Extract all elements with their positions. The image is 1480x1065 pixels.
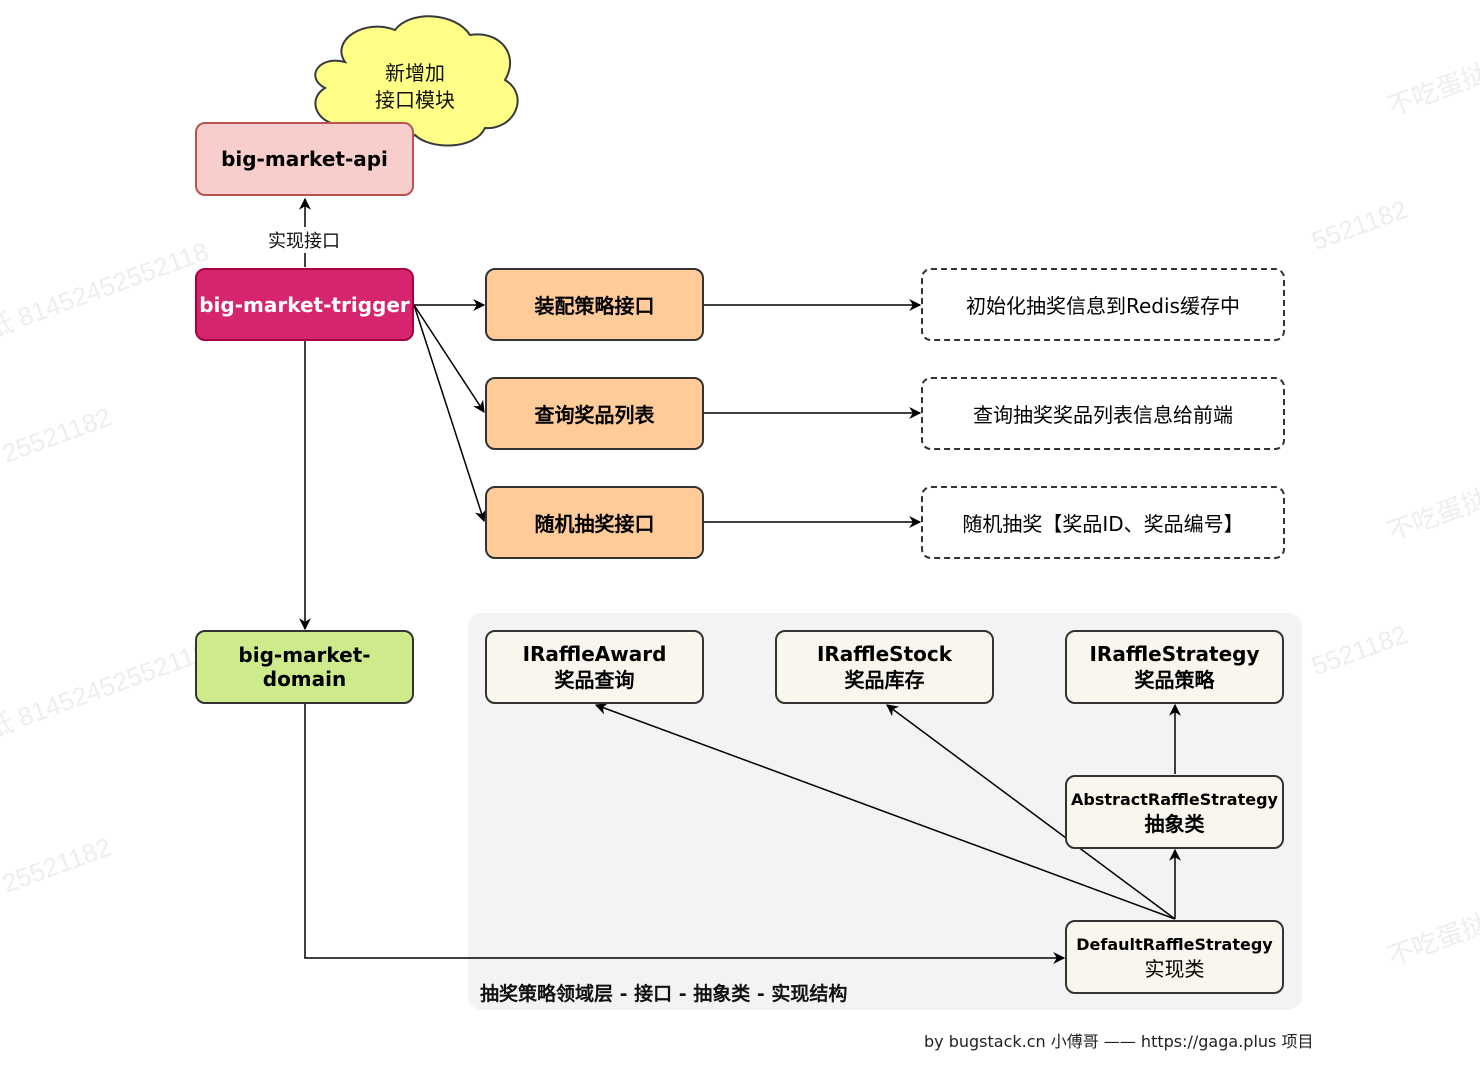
cloud-label: 新增加 接口模块	[360, 60, 470, 114]
class-iraffle-strategy-sub: 奖品策略	[1134, 668, 1215, 692]
interface-query: 查询奖品列表	[485, 377, 704, 450]
cloud-line-1: 新增加	[385, 61, 445, 85]
trigger-label: big-market-trigger	[199, 292, 410, 317]
api-node: big-market-api	[195, 122, 414, 196]
class-default-strategy-sub: 实现类	[1144, 957, 1205, 981]
domain-node: big-market-domain	[195, 630, 414, 704]
domain-label: big-market-domain	[238, 643, 371, 691]
desc-assemble: 初始化抽奖信息到Redis缓存中	[921, 268, 1285, 341]
interface-assemble-label: 装配策略接口	[534, 294, 655, 318]
interface-assemble: 装配策略接口	[485, 268, 704, 341]
class-iraffle-stock-name: IRaffleStock	[816, 642, 953, 666]
trigger-node: big-market-trigger	[195, 268, 414, 341]
class-abstract-strategy-name: AbstractRaffleStrategy	[1071, 790, 1278, 809]
api-label: big-market-api	[221, 147, 388, 171]
desc-query: 查询抽奖奖品列表信息给前端	[921, 377, 1285, 450]
desc-draw-text: 随机抽奖【奖品ID、奖品编号】	[962, 512, 1244, 536]
cloud-line-2: 接口模块	[375, 88, 455, 112]
class-abstract-strategy-sub: 抽象类	[1144, 812, 1205, 836]
footer-credit: by bugstack.cn 小傅哥 —— https://gaga.plus …	[924, 1032, 1314, 1051]
interface-draw-label: 随机抽奖接口	[534, 512, 655, 536]
class-iraffle-strategy: IRaffleStrategy 奖品策略	[1065, 630, 1284, 704]
class-iraffle-stock: IRaffleStock 奖品库存	[775, 630, 994, 704]
class-iraffle-strategy-name: IRaffleStrategy	[1089, 642, 1260, 666]
edge-default-award	[594, 703, 1176, 920]
class-default-strategy-name: DefaultRaffleStrategy	[1076, 935, 1273, 954]
class-iraffle-stock-sub: 奖品库存	[844, 668, 925, 692]
desc-draw: 随机抽奖【奖品ID、奖品编号】	[921, 486, 1285, 559]
interface-draw: 随机抽奖接口	[485, 486, 704, 559]
edge-trigger-query	[413, 304, 485, 414]
class-iraffle-award-name: IRaffleAward	[522, 642, 667, 666]
desc-assemble-text: 初始化抽奖信息到Redis缓存中	[966, 294, 1240, 318]
edge-default-stock	[886, 704, 1176, 920]
class-abstract-strategy: AbstractRaffleStrategy 抽象类	[1065, 775, 1284, 849]
cloud-shape	[314, 15, 519, 147]
edge-label-implement: 实现接口	[264, 227, 344, 253]
interface-query-label: 查询奖品列表	[534, 403, 655, 427]
class-iraffle-award-sub: 奖品查询	[554, 668, 635, 692]
edge-trigger-draw	[413, 304, 487, 523]
class-default-strategy: DefaultRaffleStrategy 实现类	[1065, 920, 1284, 994]
edge-domain-default	[304, 704, 1066, 964]
desc-query-text: 查询抽奖奖品列表信息给前端	[973, 403, 1233, 427]
domain-layer-caption: 抽奖策略领域层 - 接口 - 抽象类 - 实现结构	[480, 983, 848, 1005]
class-iraffle-award: IRaffleAward 奖品查询	[485, 630, 704, 704]
